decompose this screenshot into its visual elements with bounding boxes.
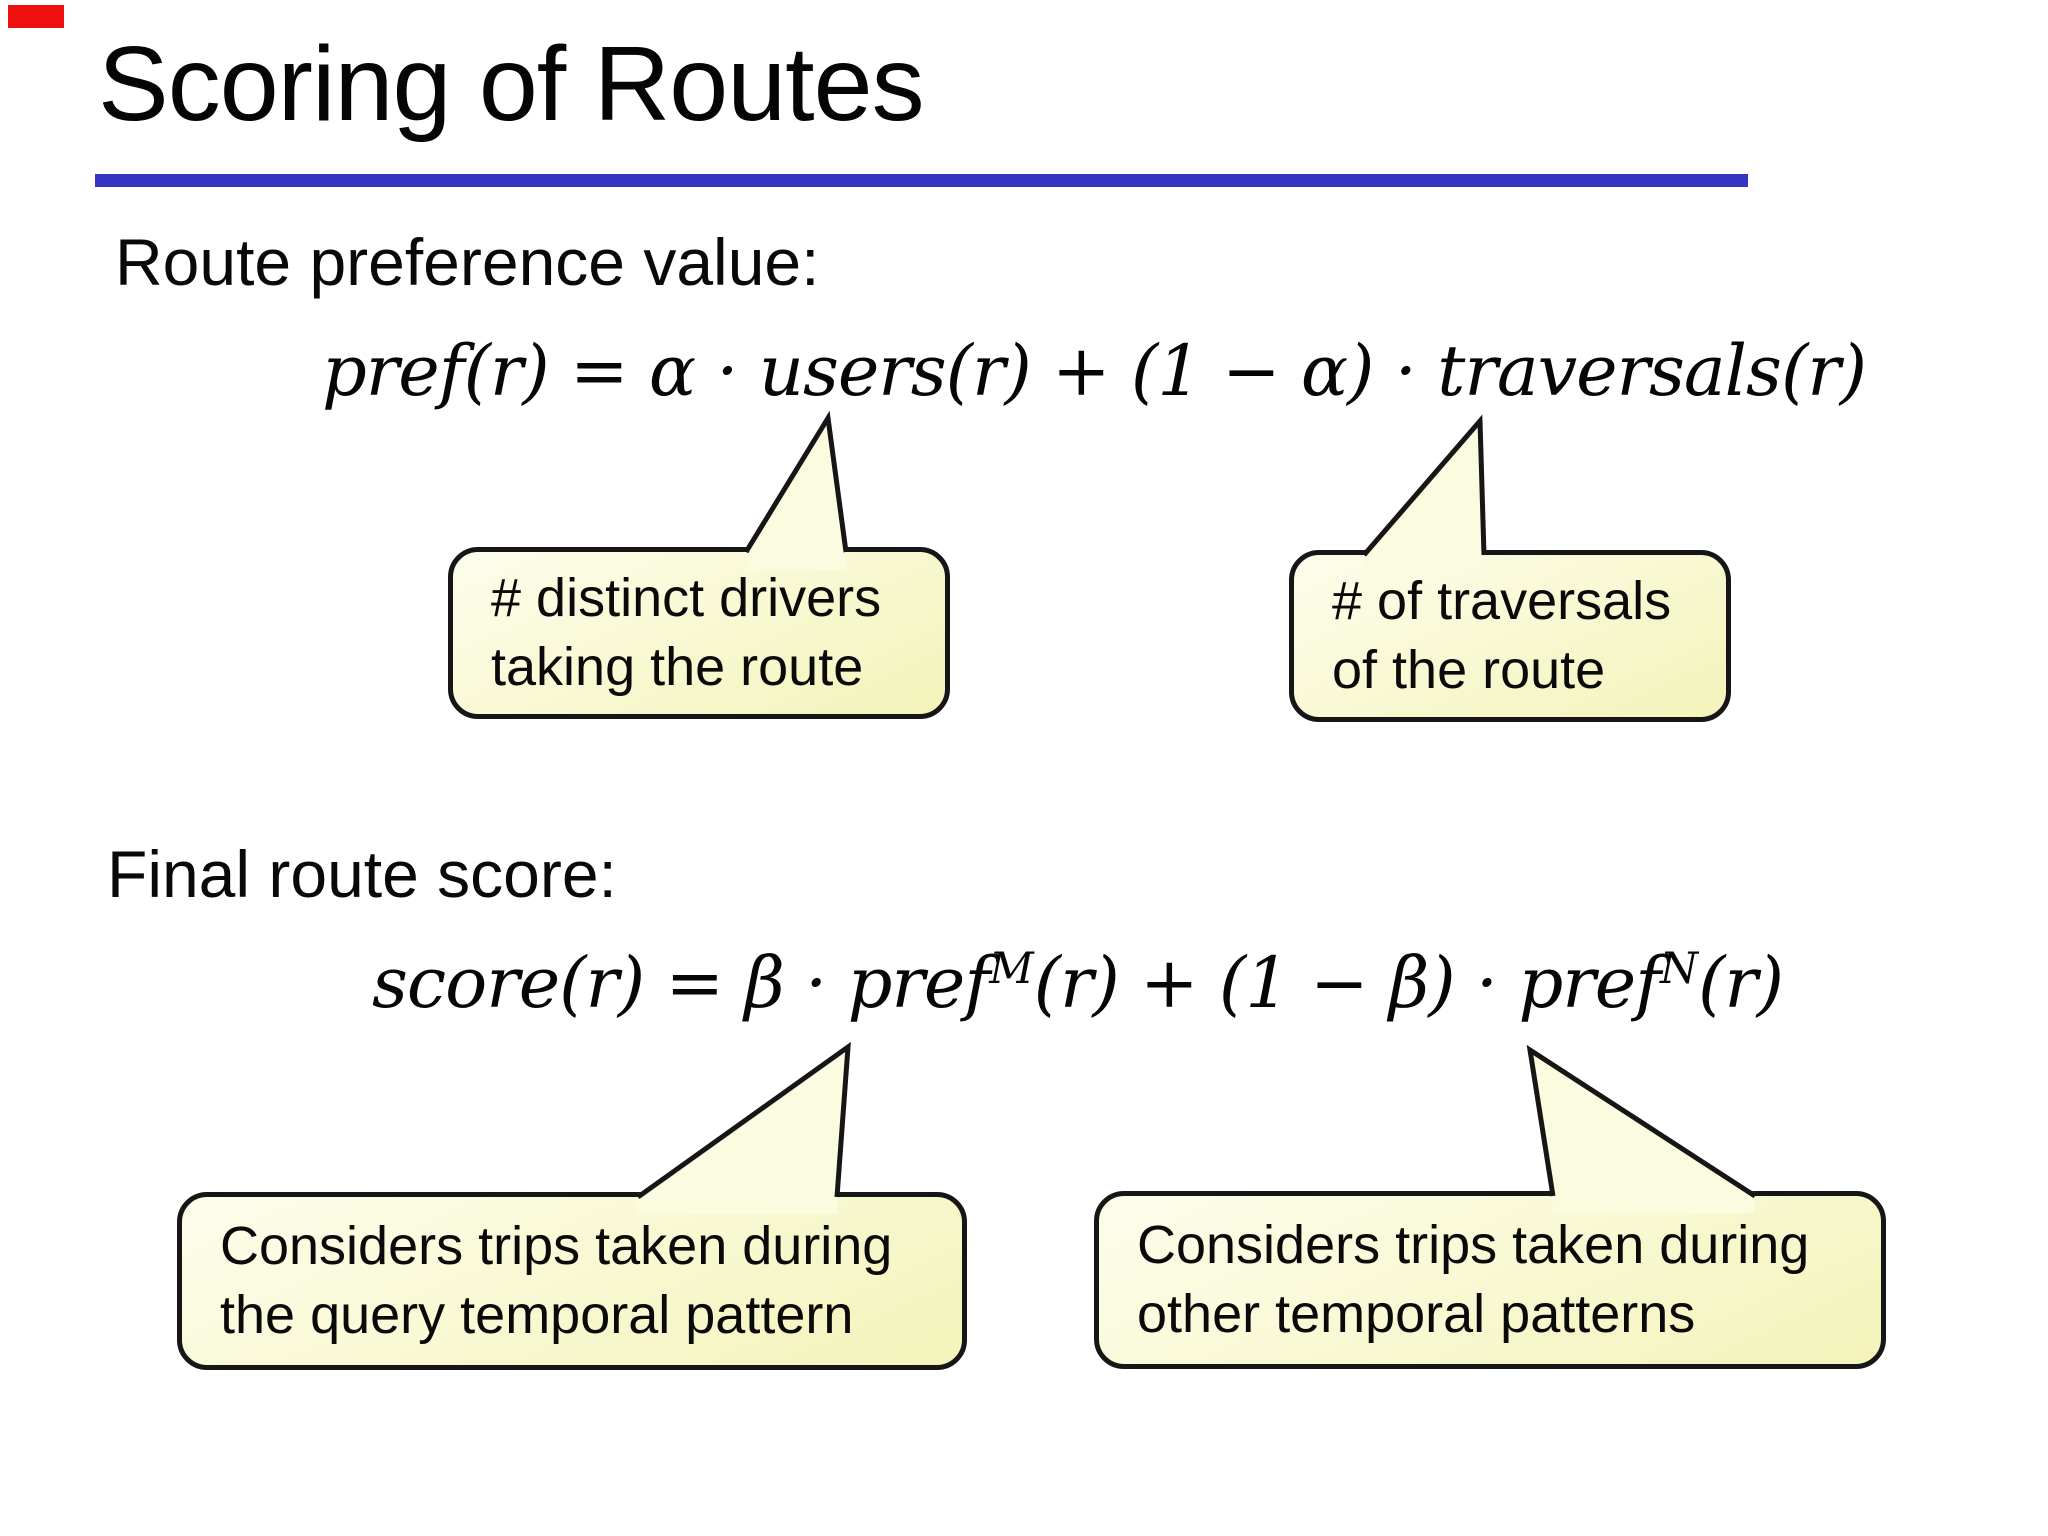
score-formula-part-b: (r) + (1 − β) · pref — [1033, 942, 1661, 1024]
callout-traversals-line2: of the route — [1332, 640, 1606, 700]
title-underline — [95, 174, 1748, 187]
score-formula-part-a: score(r) = β · pref — [372, 942, 990, 1024]
callout-distinct-drivers: # distinct drivers taking the route — [448, 547, 950, 719]
callout-other-patterns: Considers trips taken during other tempo… — [1094, 1191, 1886, 1369]
callout-query-pattern-line1: Considers trips taken during — [220, 1216, 893, 1276]
score-formula-part-c: (r) — [1698, 942, 1784, 1024]
score-formula-sup-m: M — [989, 944, 1034, 995]
score-formula-sup-n: N — [1660, 944, 1699, 995]
score-formula: score(r) = β · prefM(r) + (1 − β) · pref… — [372, 942, 1784, 1024]
callout-distinct-drivers-line2: taking the route — [491, 637, 864, 697]
callout-traversals-line1: # of traversals — [1332, 571, 1672, 631]
callout-tail-query-pattern — [636, 1041, 851, 1214]
callout-query-pattern-line2: the query temporal pattern — [220, 1285, 854, 1345]
slide-title: Scoring of Routes — [98, 25, 925, 143]
callout-traversals: # of traversals of the route — [1289, 550, 1731, 722]
route-preference-label: Route preference value: — [115, 225, 820, 299]
red-corner-marker — [8, 5, 64, 28]
final-score-label: Final route score: — [107, 837, 617, 911]
callout-query-pattern: Considers trips taken during the query t… — [177, 1192, 967, 1370]
callout-tail-other-patterns — [1526, 1044, 1757, 1213]
callout-distinct-drivers-line1: # distinct drivers — [491, 568, 882, 628]
callout-other-patterns-line1: Considers trips taken during — [1137, 1215, 1810, 1275]
callout-other-patterns-line2: other temporal patterns — [1137, 1284, 1696, 1344]
preference-formula: pref(r) = α · users(r) + (1 − α) · trave… — [322, 330, 1867, 412]
